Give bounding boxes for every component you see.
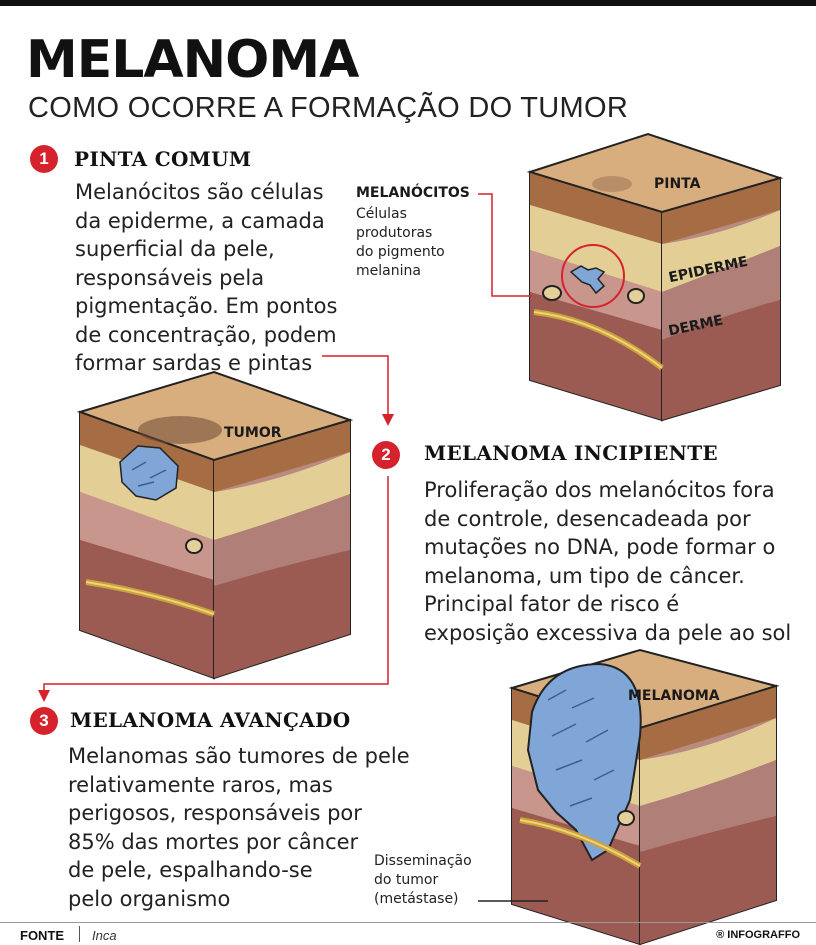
skin-block-advanced xyxy=(478,648,780,945)
connector-arrow-2-3 xyxy=(43,476,389,692)
source-label: FONTE xyxy=(20,928,65,943)
label-melanoma: MELANOMA xyxy=(628,688,720,704)
arrowhead-2-3 xyxy=(38,690,50,702)
step-1-badge: 1 xyxy=(30,145,58,173)
label-tumor: TUMOR xyxy=(224,425,282,441)
melanocitos-description: Células produtoras do pigmento melanina xyxy=(356,206,445,279)
top-rule xyxy=(0,0,816,6)
credit-infograffo: ® INFOGRAFFO xyxy=(716,929,800,941)
arrowhead-1-2 xyxy=(382,414,394,426)
label-pinta: PINTA xyxy=(654,176,701,192)
page-title: MELANOMA xyxy=(26,30,359,90)
connector-arrow-1-2 xyxy=(322,355,389,420)
source-value: Inca xyxy=(92,928,117,943)
step-2-badge: 2 xyxy=(372,441,400,469)
footer-divider xyxy=(0,922,816,923)
step-3-title: MELANOMA AVANÇADO xyxy=(70,708,351,732)
step-1-title: PINTA COMUM xyxy=(74,147,252,171)
label-melanocitos: MELANÓCITOS xyxy=(356,185,470,201)
step-2-text: Proliferação dos melanócitos fora de con… xyxy=(424,478,792,645)
label-disseminacao: Disseminação do tumor (metástase) xyxy=(374,853,472,907)
step-2-title: MELANOMA INCIPIENTE xyxy=(424,441,718,465)
skin-block-normal xyxy=(478,132,784,422)
skin-block-incipient xyxy=(76,370,354,680)
step-3-badge: 3 xyxy=(30,707,58,735)
step-1-text: Melanócitos são células da epiderme, a c… xyxy=(75,180,338,375)
page-subtitle: COMO OCORRE A FORMAÇÃO DO TUMOR xyxy=(28,92,629,124)
step-3-text: Melanomas são tumores de pele relativame… xyxy=(68,744,410,911)
source-separator xyxy=(79,926,80,942)
